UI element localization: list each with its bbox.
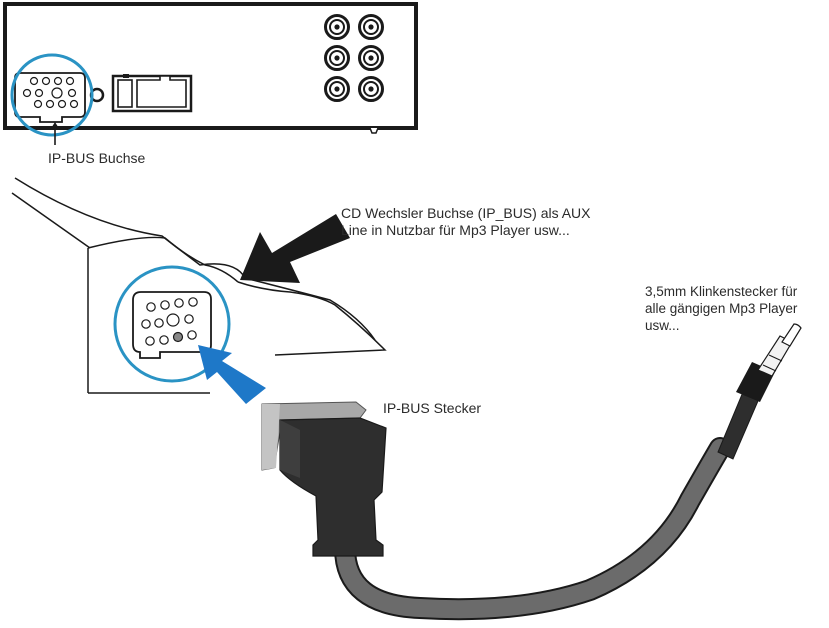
jack-plug-icon: [717, 323, 802, 460]
black-pointer-arrow: [240, 214, 350, 283]
cd-wechsler-label: CD Wechsler Buchse (IP_BUS) als AUX Line…: [341, 205, 591, 239]
klinkenstecker-label-line: 3,5mm Klinkenstecker für: [645, 284, 798, 299]
ip-bus-buchse-label: IP-BUS Buchse: [48, 150, 146, 166]
socket-highlight-circle: [10, 53, 94, 137]
ip-bus-plug-icon: [261, 401, 387, 557]
cd-wechsler-label-line: Line in Nutzbar für Mp3 Player usw...: [341, 222, 570, 238]
rca-jack-icon: [358, 76, 384, 102]
rca-jacks: [324, 14, 384, 102]
ip-bus-socket-large-icon: [132, 291, 212, 359]
rca-jack-icon: [324, 76, 350, 102]
klinkenstecker-label: 3,5mm Klinkenstecker für alle gängigen M…: [645, 283, 797, 334]
ip-bus-stecker-label: IP-BUS Stecker: [383, 400, 482, 416]
klinkenstecker-label-line: alle gängigen Mp3 Player: [645, 301, 798, 316]
socket-large-highlight-circle: [113, 265, 231, 383]
klinkenstecker-label-line: usw...: [645, 318, 680, 333]
head-unit-rear-panel: [3, 2, 418, 145]
rca-jack-icon: [324, 45, 350, 71]
label-pointer-arrow: [50, 122, 60, 145]
ip-bus-socket-icon: [14, 72, 86, 123]
head-unit-chassis: [11, 177, 387, 394]
cd-wechsler-label-line: CD Wechsler Buchse (IP_BUS) als AUX: [341, 205, 591, 221]
rca-jack-icon: [358, 14, 384, 40]
rca-jack-icon: [324, 14, 350, 40]
power-connector-icon: [111, 74, 193, 113]
blue-insert-arrow: [198, 345, 266, 404]
rca-jack-icon: [358, 45, 384, 71]
